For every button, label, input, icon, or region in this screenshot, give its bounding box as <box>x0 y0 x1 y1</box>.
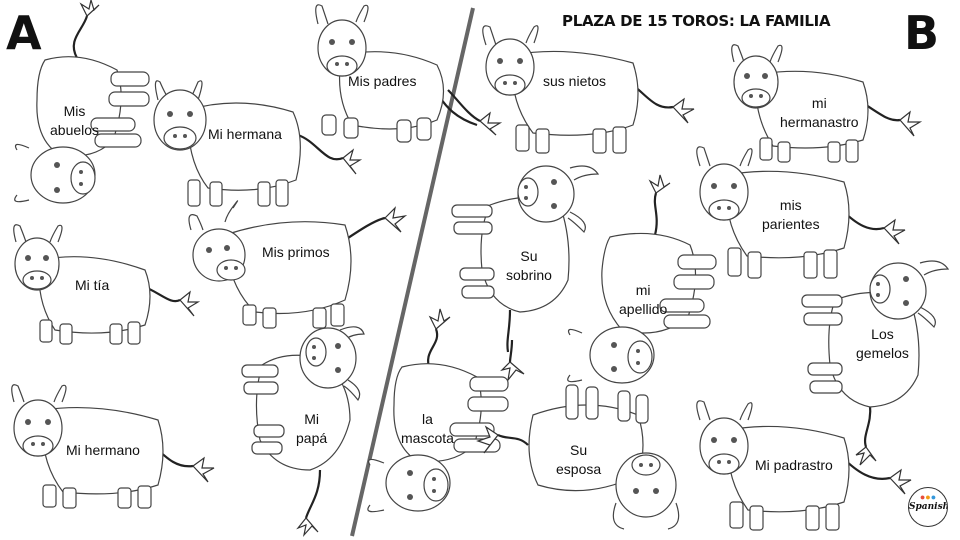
brand-logo: ●●● Spanish <box>908 487 948 527</box>
bull-mis-padres-tail-tuft <box>447 89 503 136</box>
bull-mi-hermanastro[interactable] <box>728 40 923 175</box>
label-mi-apellido-line2: apellido <box>619 301 668 317</box>
label-los-gemelos: Los gemelos <box>856 325 909 363</box>
label-mi-padrastro: Mi padrastro <box>755 457 833 473</box>
bull-sus-nietos[interactable] <box>478 15 698 165</box>
page-title: PLAZA DE 15 TOROS: LA FAMILIA <box>562 12 831 30</box>
logo-color-dots-icon: ●●● <box>919 492 937 502</box>
bull-mis-parientes[interactable] <box>692 140 912 285</box>
logo-text: Spanish <box>909 502 948 512</box>
label-mi-hermanastro-line1: mi <box>811 95 827 111</box>
label-la-mascota-line2: mascota <box>401 430 454 446</box>
label-mi-papa: Mi papá <box>296 410 327 448</box>
bull-mi-papa[interactable] <box>240 320 390 538</box>
label-mi-apellido-line1: mi <box>635 282 651 298</box>
bull-mi-hermana[interactable] <box>148 70 363 220</box>
label-mis-abuelos: Mis abuelos <box>50 102 99 140</box>
label-su-esposa-line2: esposa <box>556 461 602 477</box>
bull-su-sobrino-tail-tuft <box>500 339 525 383</box>
label-su-sobrino-line1: Su <box>520 248 538 264</box>
bull-la-mascota[interactable] <box>362 305 512 520</box>
label-los-gemelos-line1: Los <box>871 326 894 342</box>
label-la-mascota-line1: la <box>422 411 433 427</box>
bull-mi-tia[interactable] <box>10 220 201 350</box>
label-mis-parientes-line2: parientes <box>762 216 820 232</box>
label-mi-papa-line1: Mi <box>304 411 319 427</box>
bull-mis-abuelos[interactable] <box>5 0 155 215</box>
label-mis-abuelos-line2: abuelos <box>50 122 100 138</box>
label-su-esposa: Su esposa <box>556 441 601 479</box>
label-mis-parientes-line1: mis <box>779 197 802 213</box>
bull-mis-primos[interactable] <box>185 200 408 335</box>
label-mis-parientes: mis parientes <box>762 196 820 234</box>
bull-mi-padrastro[interactable] <box>692 392 922 537</box>
label-mi-tia: Mi tía <box>75 277 110 293</box>
label-mi-apellido: mi apellido <box>619 281 667 319</box>
side-a-marker: A <box>6 6 42 60</box>
label-su-esposa-line1: Su <box>570 442 588 458</box>
label-mis-padres: Mis padres <box>348 73 417 89</box>
label-mi-hermano: Mi hermano <box>66 442 140 458</box>
bull-su-esposa[interactable] <box>476 384 688 540</box>
label-mis-abuelos-line1: Mis <box>63 103 86 119</box>
label-la-mascota: la mascota <box>401 410 454 448</box>
label-los-gemelos-line2: gemelos <box>856 345 909 361</box>
label-mi-hermana: Mi hermana <box>208 126 282 142</box>
label-mi-hermanastro: mi hermanastro <box>780 94 859 132</box>
label-su-sobrino-line2: sobrino <box>506 267 552 283</box>
side-b-marker: B <box>904 6 940 60</box>
label-mi-hermanastro-line2: hermanastro <box>780 114 859 130</box>
bull-su-sobrino[interactable] <box>450 160 610 360</box>
label-su-sobrino: Su sobrino <box>506 247 552 285</box>
bull-mis-padres[interactable] <box>312 0 478 165</box>
bull-mi-apellido[interactable] <box>560 174 720 390</box>
bull-los-gemelos[interactable] <box>800 255 960 466</box>
label-sus-nietos: sus nietos <box>543 73 607 89</box>
label-mis-primos: Mis primos <box>262 244 330 260</box>
bull-mi-hermano[interactable] <box>8 380 218 515</box>
label-mi-papa-line2: papá <box>296 430 328 446</box>
